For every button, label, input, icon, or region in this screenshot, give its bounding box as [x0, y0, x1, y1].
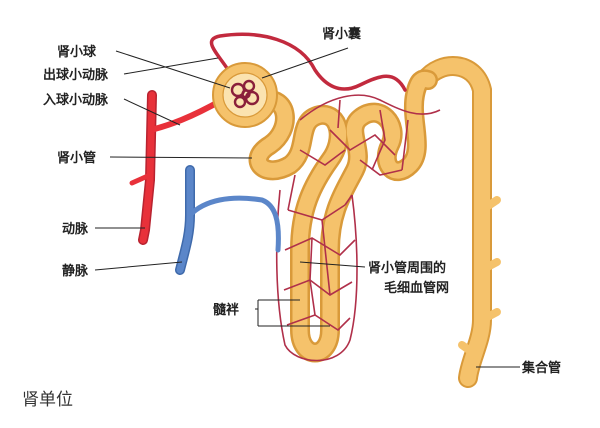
label-peritubular-line2: 毛细血管网	[384, 280, 449, 296]
renal-tubule	[248, 69, 438, 363]
peritubular-capillaries	[275, 94, 441, 362]
label-renal-tubule: 肾小管	[57, 150, 96, 166]
vein	[175, 165, 281, 275]
glomerulus	[230, 79, 260, 109]
leader-lines	[94, 47, 520, 368]
efferent-arteriole	[209, 32, 407, 92]
label-artery: 动脉	[62, 221, 89, 237]
label-efferent-arteriole: 出球小动脉	[43, 67, 109, 83]
diagram-caption: 肾单位	[22, 390, 73, 410]
collecting-duct	[415, 56, 501, 388]
label-bowman-capsule: 肾小囊	[322, 26, 362, 42]
label-collecting-duct: 集合管	[521, 360, 561, 376]
labels: 肾小球 肾小囊 出球小动脉 入球小动脉 肾小管 动脉 静脉 肾小管周围的 毛细血…	[22, 26, 561, 410]
label-glomerulus: 肾小球	[57, 44, 97, 60]
label-peritubular-line1: 肾小管周围的	[368, 260, 446, 276]
artery	[129, 90, 225, 245]
bowman-capsule	[212, 62, 278, 128]
label-loop-of-henle: 髓袢	[213, 302, 239, 318]
label-vein: 静脉	[62, 263, 89, 279]
label-afferent-arteriole: 入球小动脉	[43, 92, 109, 108]
